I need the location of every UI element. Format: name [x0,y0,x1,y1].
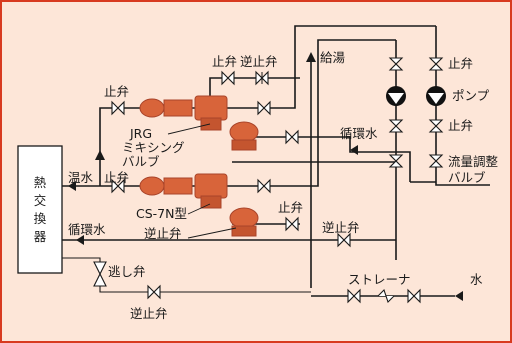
mixing-valve-body [163,99,193,117]
bowtie-valve-icon [111,100,125,116]
relief-valve-icon [93,272,107,287]
bowtie-valve-icon [111,178,125,194]
jrg-label-1: JRG [129,126,152,141]
bowtie-valve-icon [428,119,444,133]
mixing-valve-icon [229,121,259,143]
hx-label-2: 交 [34,193,47,208]
jrg-label-3: バルブ [122,154,160,169]
return-water-left-label: 循環水 [68,222,106,237]
mixing-valve-body [231,225,257,237]
cs7n-label: CS-7N型 [136,206,187,221]
bowtie-valve-icon [257,178,271,194]
strainer-label: ストレーナ [348,272,411,287]
mixing-valve-body [231,139,257,151]
mixing-valve-lower [139,173,259,237]
hx-label-4: 器 [34,229,47,244]
strainer-icon [377,288,395,304]
mixing-valve-upper [139,95,259,151]
bowtie-valve-icon [407,288,421,304]
bowtie-valve-icon [221,70,235,86]
bowtie-valve-icon [347,288,361,304]
mixing-valve-body [194,95,228,121]
stop-valve-top2-label: 止弁 [104,84,129,99]
return-water-right-label: 循環水 [340,126,378,141]
leader-lines [167,123,237,239]
mixing-valve-icon [229,207,259,229]
hx-label-1: 熱 [34,175,47,190]
check-valve-icon [147,284,161,300]
stop-valve-mid2-label: 止弁 [278,200,303,215]
flow-regulator-label-1: 流量調整 [448,154,499,169]
hot-water-in-label: 温水 [68,170,94,185]
bowtie-valve-icon [388,57,404,71]
relief-valve-icon [93,261,107,276]
mixing-valve-icon [139,98,165,118]
bowtie-valve-icon [285,129,299,145]
check-valve-top-label: 逆止弁 [240,54,278,69]
flow-arrow-icon [306,52,316,62]
mixing-valve-body [194,173,228,199]
stop-valve-top1-label: 止弁 [212,54,237,69]
stop-valve-pump-mid-label: 止弁 [448,118,473,133]
cs7n-check-label: 逆止弁 [144,226,182,241]
bowtie-valve-icon [388,119,404,133]
water-label: 水 [470,272,483,287]
flow-arrow-icon [95,150,105,160]
flow-arrow-icon [68,181,76,191]
bowtie-valve-icon [428,57,444,71]
bowtie-valve-icon [257,100,271,116]
hot-water-supply-label: 給湯 [320,50,345,65]
flow-arrow-icon [76,235,84,245]
check-valve-icon [337,232,351,248]
valves [93,57,444,304]
check-valve-mid-label: 逆止弁 [322,220,360,235]
mixing-valve-icon [139,176,165,196]
pump-impeller [388,93,404,104]
mixing-valve-cap [200,117,222,131]
flow-regulator-label-2: バルブ [448,170,486,185]
jrg-label-2: ミキシング [122,140,185,155]
flow-arrow-icon [350,145,358,155]
bowtie-valve-icon [285,216,299,232]
leader-line-check [187,227,237,239]
leader-line-cs7n [187,203,211,215]
stop-valve-pump-top-label: 止弁 [448,56,473,71]
mixing-valve-cap [200,195,222,209]
pump-label: ポンプ [452,88,490,103]
pump-impeller [428,93,444,104]
mixing-valve-body [163,177,193,195]
leader-line-jrg [167,123,211,135]
pumps [386,86,446,106]
heat-exchanger [17,145,63,274]
hx-label-3: 換 [34,211,47,226]
bowtie-valve-icon [388,154,404,168]
stop-valve-mid1-label: 止弁 [104,170,129,185]
pipe-network [17,25,490,297]
flow-arrows [68,52,463,301]
flow-arrow-icon [455,291,463,301]
bowtie-valve-icon [428,154,444,168]
relief-valve-label: 逃し弁 [108,264,146,279]
check-valve-bottom-label: 逆止弁 [130,306,168,321]
text-labels: 熱 交 換 器 温水 循環水 循環水 給湯 水 ストレーナ 逃し弁 逆止弁 逆止… [34,50,499,321]
